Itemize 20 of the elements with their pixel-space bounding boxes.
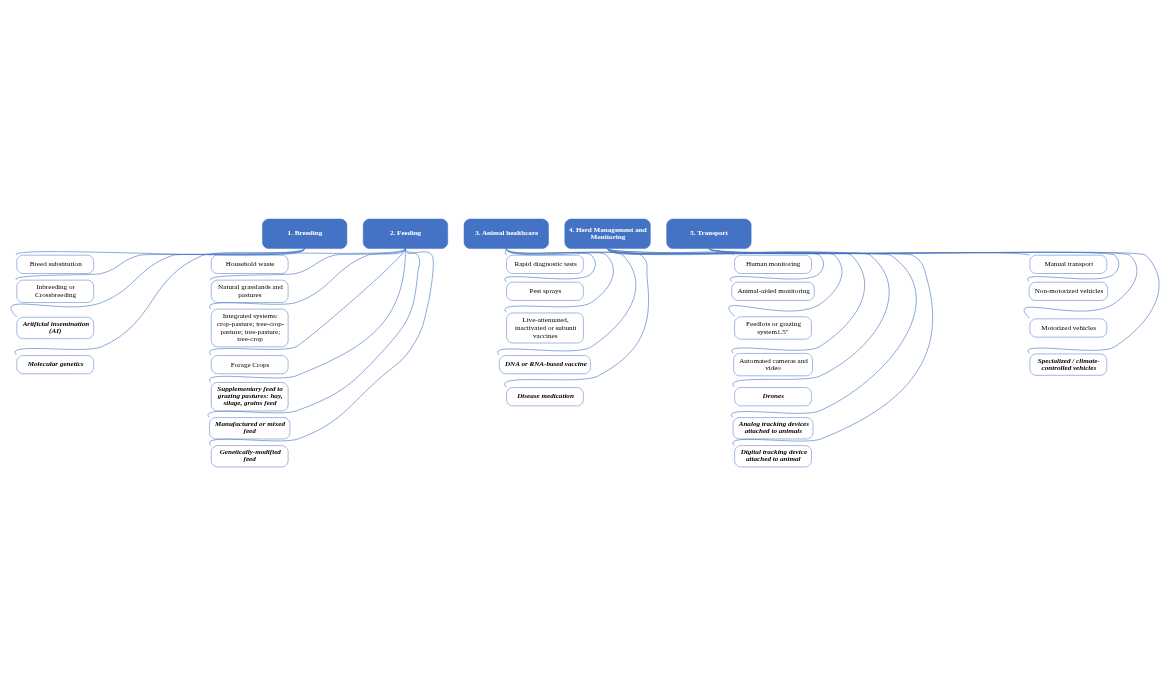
connector <box>209 247 406 383</box>
connector <box>504 247 614 312</box>
connector <box>708 247 1120 282</box>
connector <box>504 247 596 282</box>
connector <box>209 247 434 446</box>
connector <box>10 247 305 317</box>
connector <box>209 247 406 355</box>
connector <box>607 247 824 282</box>
connector <box>607 247 917 418</box>
connector <box>497 247 637 355</box>
connector <box>14 247 305 355</box>
connector <box>505 247 507 255</box>
connector <box>607 247 933 446</box>
connector <box>708 247 1030 255</box>
connector <box>607 247 890 387</box>
connector <box>210 247 406 280</box>
connector <box>207 247 420 418</box>
connector <box>504 247 649 387</box>
connector <box>708 247 1160 354</box>
connector <box>209 247 406 309</box>
